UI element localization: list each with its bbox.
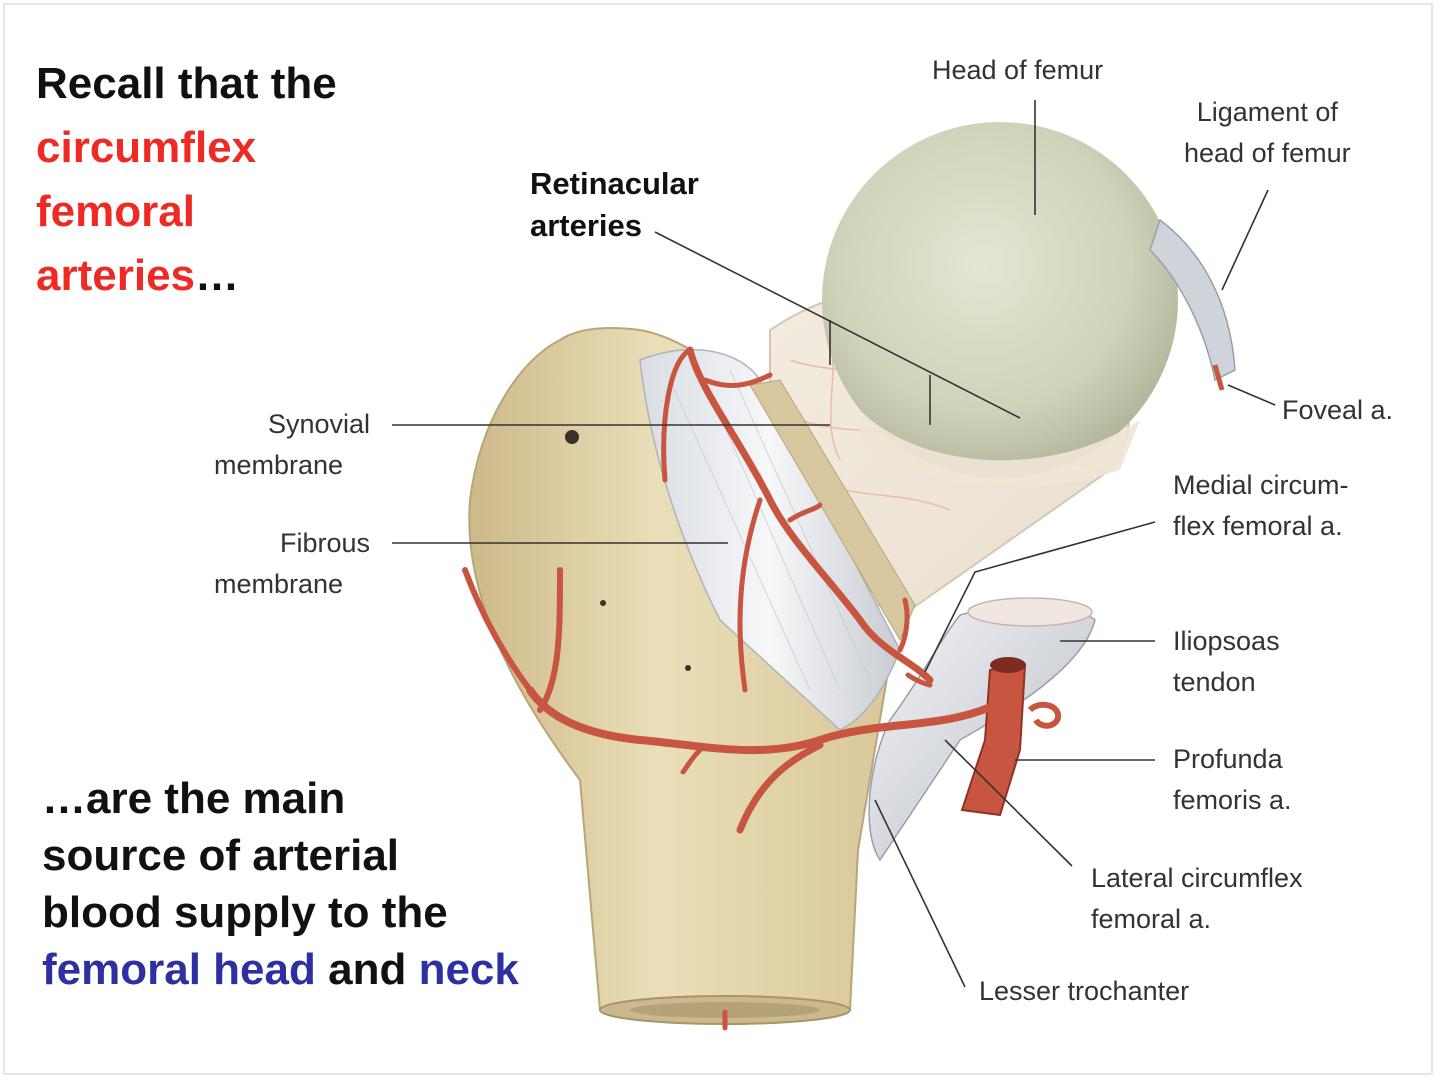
summary-femoral-head: femoral head — [42, 945, 316, 994]
leader-ligament — [1221, 189, 1269, 291]
label-retinacular-line-2: arteries — [530, 208, 643, 243]
summary-line-4: femoral head and neck — [42, 941, 602, 998]
leader-lesser — [874, 799, 966, 988]
label-profunda-femoris: Profunda femoris a. — [1173, 739, 1292, 821]
summary-neck: neck — [418, 945, 519, 994]
label-medial-line-1: Medial circum- — [1173, 470, 1349, 500]
summary-line-3: blood supply to the — [42, 888, 448, 937]
summary-line-1: …are the main — [42, 774, 346, 823]
label-fibrous-line-2: membrane — [214, 569, 344, 599]
label-retinacular-line-1: Retinacular — [530, 166, 699, 201]
label-fibrous-line-1: Fibrous — [279, 528, 370, 558]
leader-foveal — [1227, 384, 1276, 406]
title-accent-arteries: arteries — [36, 251, 196, 300]
title-line-1: Recall that the — [36, 59, 337, 108]
leader-medial — [924, 521, 1156, 673]
label-lesser-trochanter: Lesser trochanter — [979, 971, 1189, 1012]
label-lesser-text: Lesser trochanter — [979, 976, 1190, 1006]
label-iliopsoas-line-1: Iliopsoas — [1173, 626, 1280, 656]
label-iliopsoas-line-2: tendon — [1173, 667, 1256, 697]
femoral-head — [822, 122, 1178, 478]
label-profunda-line-1: Profunda — [1173, 744, 1283, 774]
label-synovial-line-1: Synovial — [267, 409, 370, 439]
summary-and: and — [315, 945, 419, 994]
label-foveal-text: Foveal a. — [1282, 395, 1394, 425]
label-ligament-line-2: head of femur — [1184, 138, 1351, 168]
label-retinacular-arteries: Retinacular arteries — [530, 163, 699, 247]
label-head-of-femur: Head of femur — [932, 50, 1103, 91]
label-ligament-line-1: Ligament of — [1196, 97, 1338, 127]
title-ellipsis: … — [195, 251, 240, 300]
title-block: Recall that the circumflex femoral arter… — [36, 52, 436, 308]
label-foveal: Foveal a. — [1282, 390, 1393, 431]
label-medial-circumflex: Medial circum- flex femoral a. — [1173, 465, 1349, 547]
title-line-3: femoral — [36, 187, 195, 236]
label-lateral-circumflex: Lateral circumflex femoral a. — [1091, 858, 1303, 940]
leader-retinacular — [654, 231, 1021, 419]
ligament-of-head — [1149, 218, 1236, 382]
label-lateral-line-1: Lateral circumflex — [1091, 863, 1303, 893]
label-medial-line-2: flex femoral a. — [1173, 511, 1343, 541]
label-iliopsoas-tendon: Iliopsoas tendon — [1173, 621, 1280, 703]
title-line-2: circumflex — [36, 123, 257, 172]
summary-block: …are the main source of arterial blood s… — [42, 770, 602, 998]
title-line-4: arteries… — [36, 244, 436, 308]
label-fibrous-membrane: Fibrous membrane — [214, 523, 370, 605]
leader-lateral — [944, 739, 1073, 867]
label-head-of-femur-text: Head of femur — [932, 55, 1104, 85]
summary-line-2: source of arterial — [42, 831, 400, 880]
label-synovial-membrane: Synovial membrane — [214, 404, 370, 486]
slide-border — [3, 3, 1433, 1075]
label-ligament-of-head: Ligament of head of femur — [1184, 92, 1351, 174]
label-profunda-line-2: femoris a. — [1173, 785, 1292, 815]
label-lateral-line-2: femoral a. — [1091, 904, 1212, 934]
label-synovial-line-2: membrane — [214, 450, 344, 480]
